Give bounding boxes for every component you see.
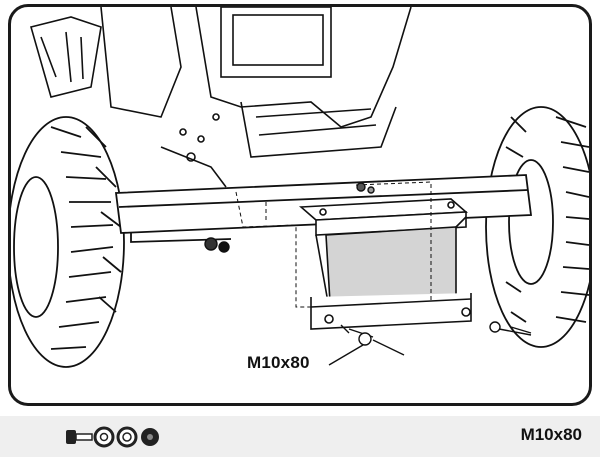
lock-washer-icon [116,426,138,448]
assembly-illustration [11,7,589,368]
assembly-guide-lines [235,181,432,308]
bolt-size-label: M10x80 [520,425,582,444]
tire-right [485,106,589,348]
tire-left [11,116,125,368]
callout-leader-line [328,344,364,366]
bolt-callout-label: M10x80 [247,353,310,372]
nut-icon [141,428,159,446]
machine-body [30,7,412,188]
bolt-icon [66,430,93,444]
mounting-bracket-box [298,198,472,330]
hardware-icons [66,426,159,448]
parts-list-strip: M10x80 [0,416,600,457]
diagram-frame: M10x80 [8,4,592,406]
washer-icon [93,426,115,448]
bolt-hardware [204,182,532,356]
